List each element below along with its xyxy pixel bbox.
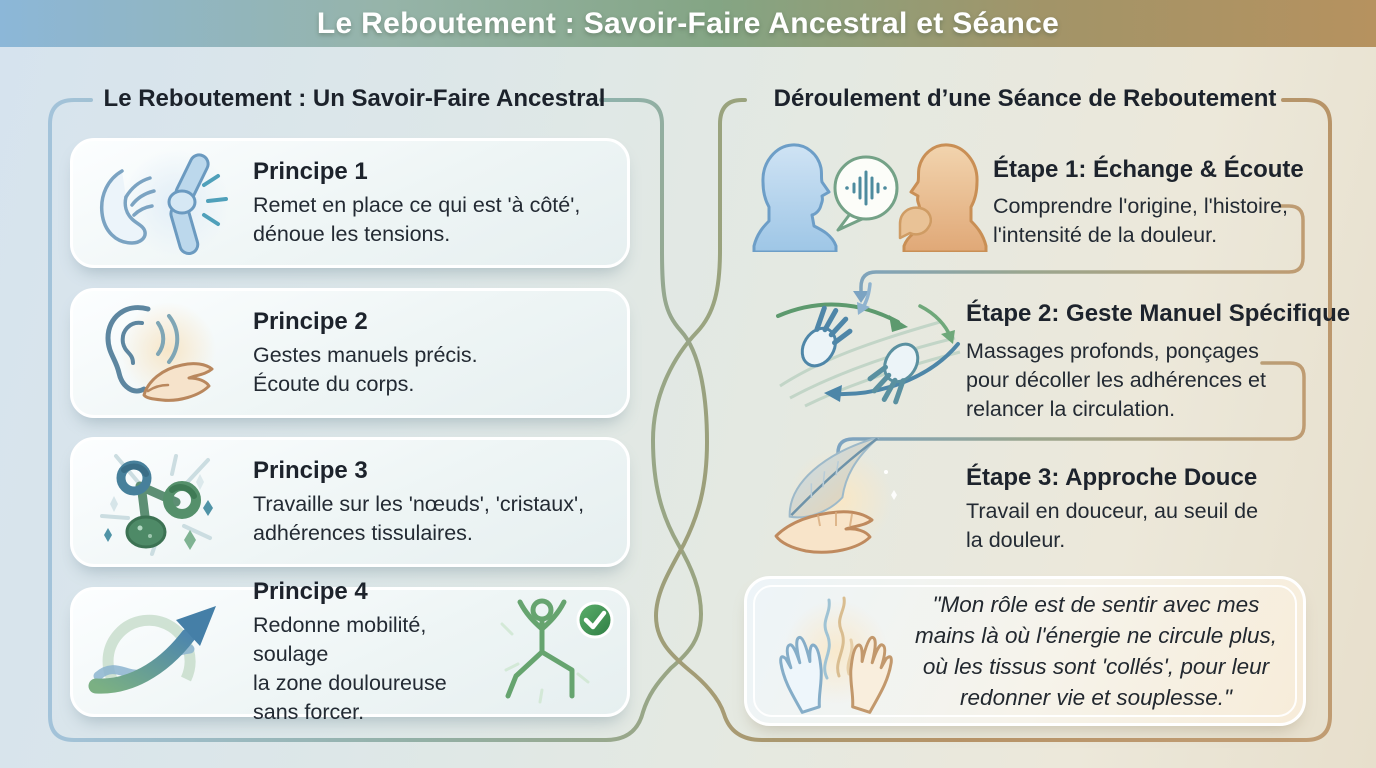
conversation-heads-icon bbox=[750, 140, 990, 257]
left-panel-title: Le Reboutement : Un Savoir-Faire Ancestr… bbox=[103, 85, 606, 112]
card-description: Remet en place ce qui est 'à côté', déno… bbox=[253, 192, 581, 246]
card-title: Principe 1 bbox=[253, 157, 368, 185]
step-1-description: Comprendre l'origine, l'histoire, l'inte… bbox=[993, 194, 1289, 247]
card-description: Travaille sur les 'nœuds', 'cristaux', a… bbox=[253, 491, 585, 545]
tissue-knots-icon bbox=[73, 444, 253, 560]
step-3-title: Étape 3: Approche Douce bbox=[966, 464, 1258, 491]
practitioner-quote: "Mon rôle est de sentir avec mes mains l… bbox=[915, 592, 1277, 710]
step-3-description: Travail en douceur, au seuil de la doule… bbox=[966, 499, 1259, 552]
step-2-title: Étape 2: Geste Manuel Spécifique bbox=[966, 300, 1351, 327]
card-title: Principe 3 bbox=[253, 456, 368, 484]
principle-card-4: Principe 4 Redonne mobilité, soulage la … bbox=[70, 578, 630, 724]
ear-listening-hand-icon bbox=[73, 295, 253, 411]
principle-card-1: Principe 1 Remet en place ce qui est 'à … bbox=[70, 138, 630, 268]
card-description: Gestes manuels précis. Écoute du corps. bbox=[253, 342, 478, 396]
quote-box: "Mon rôle est de sentir avec mes mains l… bbox=[744, 576, 1306, 726]
banner-title: Le Reboutement : Savoir-Faire Ancestral … bbox=[316, 6, 1060, 40]
card-title: Principe 4 bbox=[253, 577, 368, 605]
step-2-description: Massages profonds, ponçages pour décolle… bbox=[966, 339, 1266, 421]
yoga-pose-check-icon bbox=[477, 594, 627, 710]
mobility-arrow-icon bbox=[73, 594, 253, 710]
check-badge-icon bbox=[576, 601, 614, 639]
massage-hands-icon bbox=[750, 282, 985, 427]
card-title: Principe 2 bbox=[253, 307, 368, 335]
healing-hands-icon bbox=[761, 590, 911, 721]
feather-hand-icon bbox=[748, 435, 938, 569]
card-description: Redonne mobilité, soulage la zone doulou… bbox=[253, 612, 447, 724]
practitioner-head-icon bbox=[902, 143, 988, 254]
step-1-title: Étape 1: Échange & Écoute bbox=[993, 156, 1304, 183]
patient-head-icon bbox=[752, 143, 838, 254]
right-panel-title: Déroulement d’une Séance de Reboutement bbox=[773, 85, 1277, 112]
hand-knee-joint-icon bbox=[73, 145, 253, 261]
banner: Le Reboutement : Savoir-Faire Ancestral … bbox=[0, 0, 1376, 47]
principle-card-3: Principe 3 Travaille sur les 'nœuds', 'c… bbox=[70, 437, 630, 567]
principle-card-2: Principe 2 Gestes manuels précis. Écoute… bbox=[70, 288, 630, 418]
